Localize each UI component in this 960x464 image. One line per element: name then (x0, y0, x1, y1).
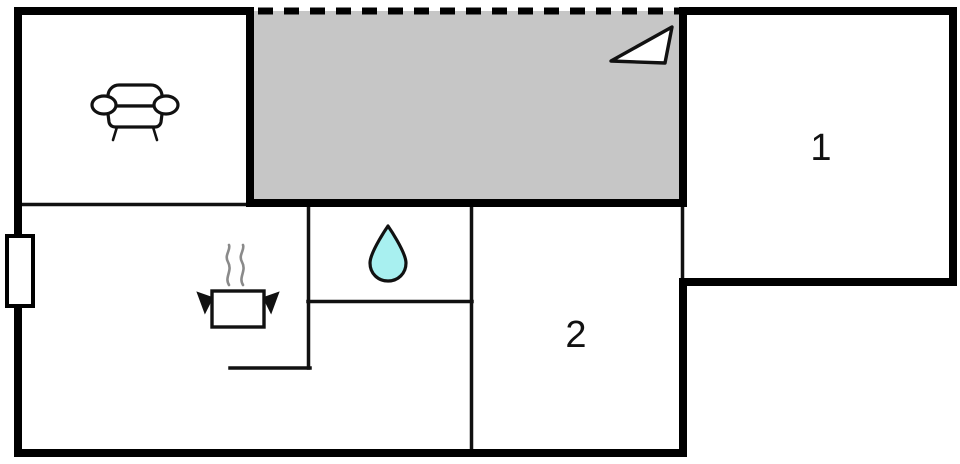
triangle-marker-shape (609, 25, 674, 65)
sofa-leg-right (151, 125, 159, 142)
cooking-pot-icon (196, 243, 280, 329)
structural-walls (14, 7, 957, 457)
sofa-icon (90, 83, 180, 142)
room-fill-room-1 (683, 11, 957, 282)
sofa-seat (105, 104, 165, 129)
triangle-marker-icon (609, 25, 674, 65)
water-drop-icon (368, 224, 408, 283)
room-fill-terrace (250, 11, 683, 203)
room-fill-room-2 (472, 203, 683, 453)
room-fill-hall (308, 301, 472, 453)
window-left-wall[interactable] (5, 234, 35, 308)
pot-handle-right (262, 291, 280, 315)
pot-steam-left (225, 243, 231, 287)
pot-body (210, 289, 266, 329)
room-1-number: 1 (810, 127, 831, 169)
sofa-arm-right (152, 94, 180, 116)
room-number-labels: 1 2 (565, 127, 831, 356)
sofa-leg-left (111, 125, 119, 142)
room-2-number: 2 (565, 314, 586, 356)
pot-handle-left (196, 291, 214, 315)
window-frame[interactable] (5, 234, 35, 308)
pot-steam-right (239, 243, 245, 287)
water-drop-shape (368, 224, 408, 283)
room-fills (18, 11, 957, 453)
sofa-arm-left (90, 94, 118, 116)
sofa-backrest (106, 83, 164, 108)
